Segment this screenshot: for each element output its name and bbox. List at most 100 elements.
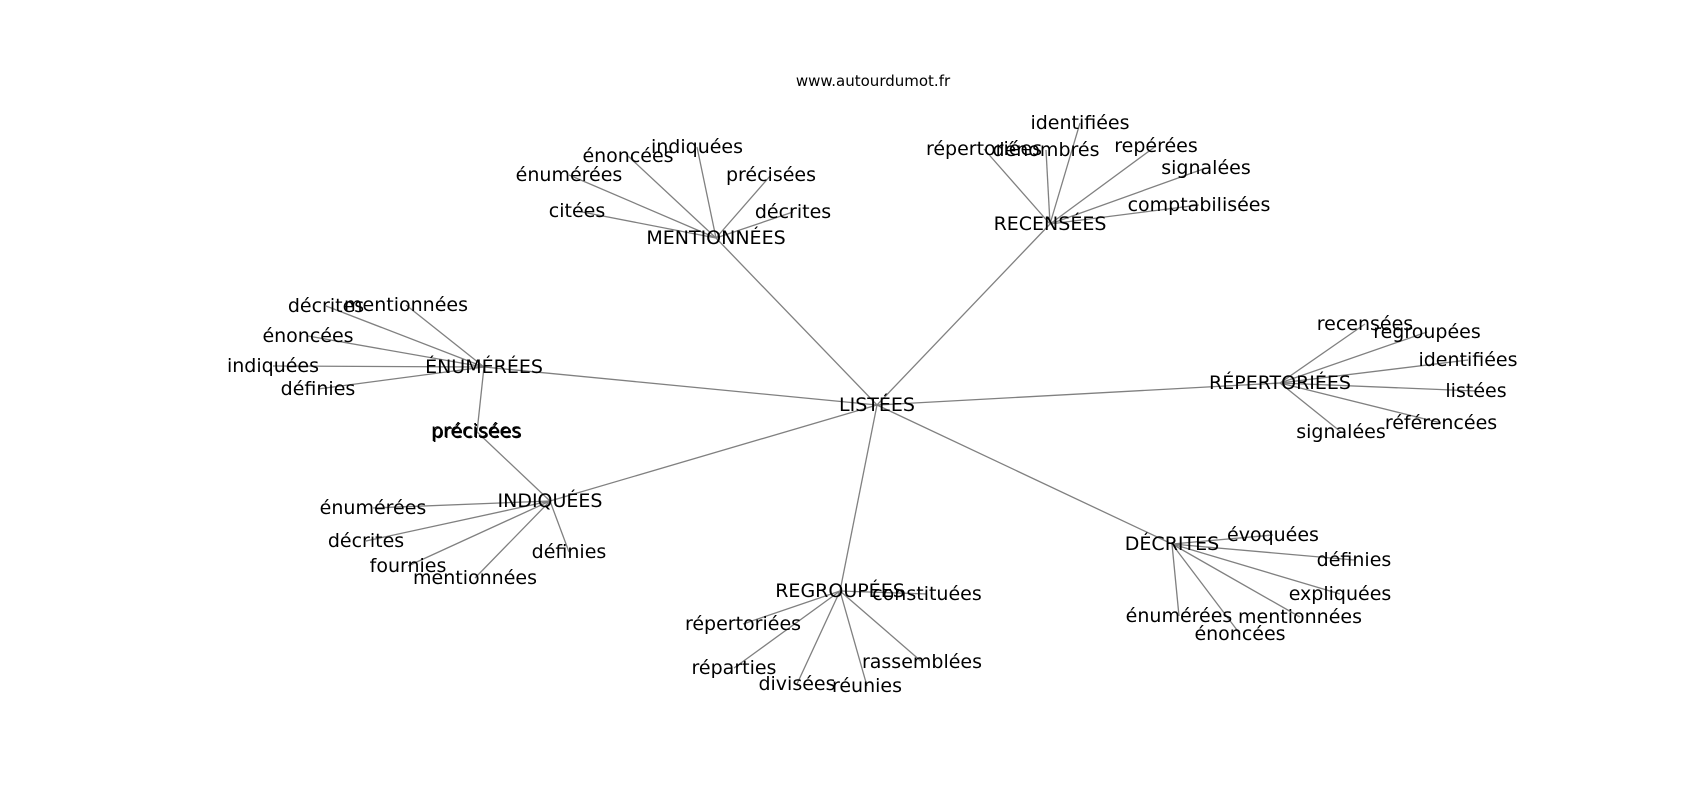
edge-branch-6-leaf-3 (796, 590, 841, 685)
edge-branch-6-leaf-5 (839, 590, 923, 663)
edge-branch-4-leaf-0 (475, 430, 551, 502)
edge-branch-2-leaf-2 (307, 335, 485, 368)
edge-branch-4-leaf-5 (549, 500, 570, 553)
edge-branch-2-leaf-4 (317, 366, 485, 390)
leaf-node[interactable]: identifiées (1030, 112, 1129, 134)
leaf-node[interactable]: divisées (758, 673, 835, 695)
leaf-node[interactable]: signalées (1161, 157, 1250, 179)
leaf-node[interactable]: définies (1317, 549, 1392, 571)
edge-branch-5-leaf-3 (1171, 543, 1301, 618)
leaf-node[interactable]: énumérées (516, 164, 623, 186)
edge-branch-2-leaf-3 (272, 365, 485, 368)
branch-node[interactable]: RÉPERTORIÉES (1209, 371, 1351, 394)
edge-branch-3-leaf-4 (1279, 382, 1442, 424)
leaf-node[interactable]: énoncées (1194, 623, 1285, 645)
edge-branch-4-leaf-3 (407, 500, 551, 567)
branch-node[interactable]: RECENSÉES (994, 212, 1107, 235)
edge-root-2 (483, 366, 878, 406)
edge-root-3 (876, 382, 1281, 406)
branch-node[interactable]: DÉCRITES (1125, 532, 1219, 555)
root-node[interactable]: LISTÉES (839, 393, 915, 416)
leaf-node[interactable]: répertoriées (685, 613, 801, 635)
leaf-node[interactable]: signalées (1296, 421, 1385, 443)
edge-branch-4-leaf-1 (372, 500, 551, 509)
edge-branch-5-leaf-0 (1171, 534, 1274, 545)
edge-branch-6-leaf-2 (733, 590, 841, 669)
leaf-node[interactable]: citées (549, 200, 605, 222)
leaf-node[interactable]: constituées (872, 583, 982, 605)
edge-root-6 (839, 404, 878, 592)
edge-branch-2-leaf-0 (325, 305, 485, 368)
leaf-node[interactable]: repérées (1114, 135, 1198, 157)
leaf-node[interactable]: définies (532, 541, 607, 563)
edge-branch-1-leaf-2 (1045, 149, 1051, 225)
leaf-node[interactable]: réunies (832, 675, 902, 697)
edge-branch-6-leaf-0 (839, 590, 928, 595)
leaf-node[interactable]: précisées (726, 164, 816, 186)
leaf-node[interactable]: énumérées (1126, 605, 1233, 627)
edge-branch-3-leaf-3 (1279, 382, 1477, 392)
leaf-node[interactable]: réparties (692, 657, 777, 679)
leaf-node[interactable]: répertoriées (926, 138, 1042, 160)
leaf-node[interactable]: comptabilisées (1128, 194, 1271, 216)
leaf-node[interactable]: définies (281, 378, 356, 400)
edge-branch-2-leaf-5 (476, 366, 485, 433)
labels: indiquéesénoncéesénuméréescitéesprécisée… (227, 112, 1518, 697)
leaf-node[interactable]: référencées (1385, 412, 1497, 434)
branch-node[interactable]: REGROUPÉES (775, 579, 905, 602)
leaf-node[interactable]: recensées (1317, 313, 1413, 335)
leaf-node[interactable]: mentionnées (344, 294, 468, 316)
edge-branch-3-leaf-0 (1279, 323, 1366, 384)
edge-branch-5-leaf-4 (1171, 543, 1180, 617)
edge-root-4 (549, 404, 878, 502)
edge-branch-1-leaf-3 (1049, 145, 1157, 225)
edge-branch-3-leaf-2 (1279, 359, 1469, 384)
leaf-node[interactable]: indiquées (227, 355, 319, 377)
leaf-node[interactable]: dénombrés (993, 139, 1100, 161)
edge-branch-1-leaf-5 (1049, 204, 1200, 225)
leaf-node[interactable]: expliquées (1289, 583, 1392, 605)
leaf-node[interactable]: mentionnées (1238, 606, 1362, 628)
branch-node[interactable]: ÉNUMÉRÉES (425, 355, 543, 378)
leaf-node[interactable]: indiquées (651, 136, 743, 158)
edge-branch-1-leaf-4 (1049, 167, 1207, 225)
source-watermark: www.autourdumot.fr (795, 72, 951, 90)
leaf-node[interactable]: identifiées (1418, 349, 1517, 371)
edge-root-5 (876, 404, 1173, 545)
edge-branch-4-leaf-4 (474, 500, 551, 579)
edge-branch-0-leaf-1 (627, 155, 717, 239)
leaf-node[interactable]: décrites (755, 201, 831, 223)
edge-branch-1-leaf-1 (983, 148, 1051, 225)
branch-node[interactable]: INDIQUÉES (498, 489, 603, 512)
edge-branch-0-leaf-0 (696, 146, 717, 239)
edge-branch-5-leaf-5 (1171, 543, 1241, 635)
leaf-node[interactable]: listées (1445, 380, 1506, 402)
leaf-node[interactable]: mentionnées (413, 567, 537, 589)
leaf-node[interactable]: évoquées (1227, 524, 1319, 546)
edges (272, 122, 1477, 687)
leaf-node[interactable]: décrites (328, 530, 404, 552)
edge-branch-6-leaf-4 (839, 590, 868, 687)
edge-branch-3-leaf-5 (1279, 382, 1342, 433)
edge-branch-0-leaf-5 (715, 211, 794, 239)
leaf-node[interactable]: précisées (432, 421, 522, 443)
edge-branch-0-leaf-3 (576, 210, 717, 239)
edge-branch-5-leaf-2 (1171, 543, 1341, 595)
edge-branch-1-leaf-0 (1049, 122, 1081, 225)
edge-branch-6-leaf-1 (742, 590, 841, 625)
leaf-node[interactable]: regroupées (1373, 321, 1481, 343)
edge-branch-0-leaf-4 (715, 174, 772, 239)
leaf-node[interactable]: précisées (431, 420, 521, 442)
leaf-node[interactable]: fournies (370, 555, 447, 577)
leaf-node[interactable]: énumérées (320, 497, 427, 519)
edge-branch-2-leaf-1 (405, 304, 485, 368)
edge-root-1 (876, 223, 1051, 406)
leaf-node[interactable]: énoncées (582, 145, 673, 167)
leaf-node[interactable]: rassemblées (862, 651, 982, 673)
edge-branch-0-leaf-2 (568, 174, 717, 239)
edge-branch-4-leaf-2 (365, 500, 551, 542)
branch-node[interactable]: MENTIONNÉES (646, 226, 785, 249)
leaf-node[interactable]: énoncées (262, 325, 353, 347)
leaf-node[interactable]: décrites (288, 295, 364, 317)
